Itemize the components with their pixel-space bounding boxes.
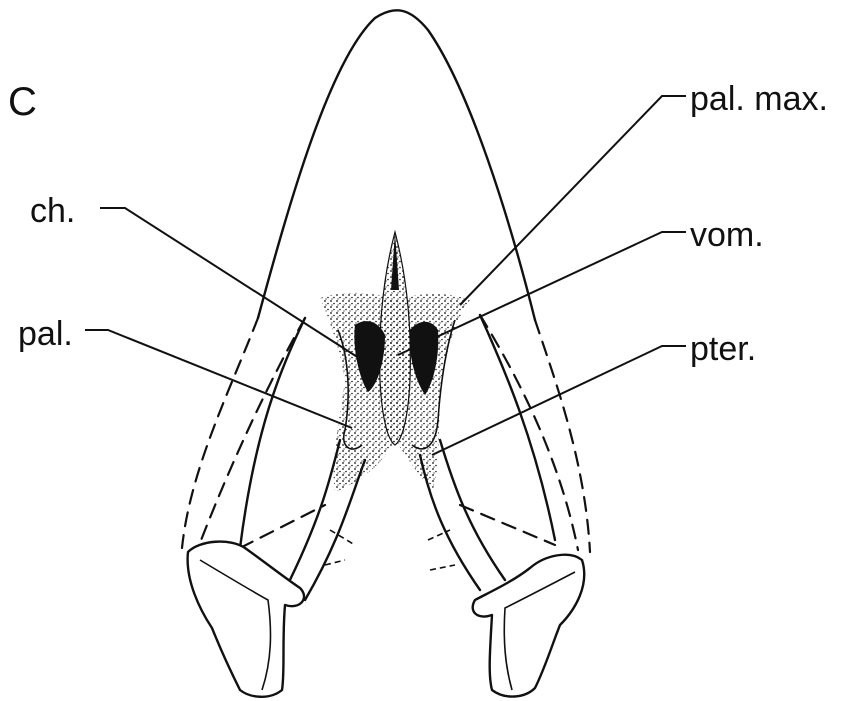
label-ch: ch. [30, 192, 75, 230]
skull-right-outline-dashed [535, 320, 590, 552]
label-pal: pal. [18, 315, 73, 353]
left-pterygoid-bar-a [285, 440, 340, 590]
label-pal-max: pal. max. [690, 80, 828, 118]
label-vom: vom. [690, 216, 764, 254]
label-pter: pter. [690, 330, 756, 368]
left-small-ticks [325, 530, 355, 565]
panel-letter: C [8, 80, 37, 124]
leader-ch [100, 208, 362, 360]
left-quadrate-bone [188, 542, 304, 697]
leader-pter [432, 346, 686, 455]
right-small-ticks [428, 530, 455, 570]
left-jaw-line [240, 318, 305, 548]
right-quadrate-dashed [460, 505, 555, 545]
